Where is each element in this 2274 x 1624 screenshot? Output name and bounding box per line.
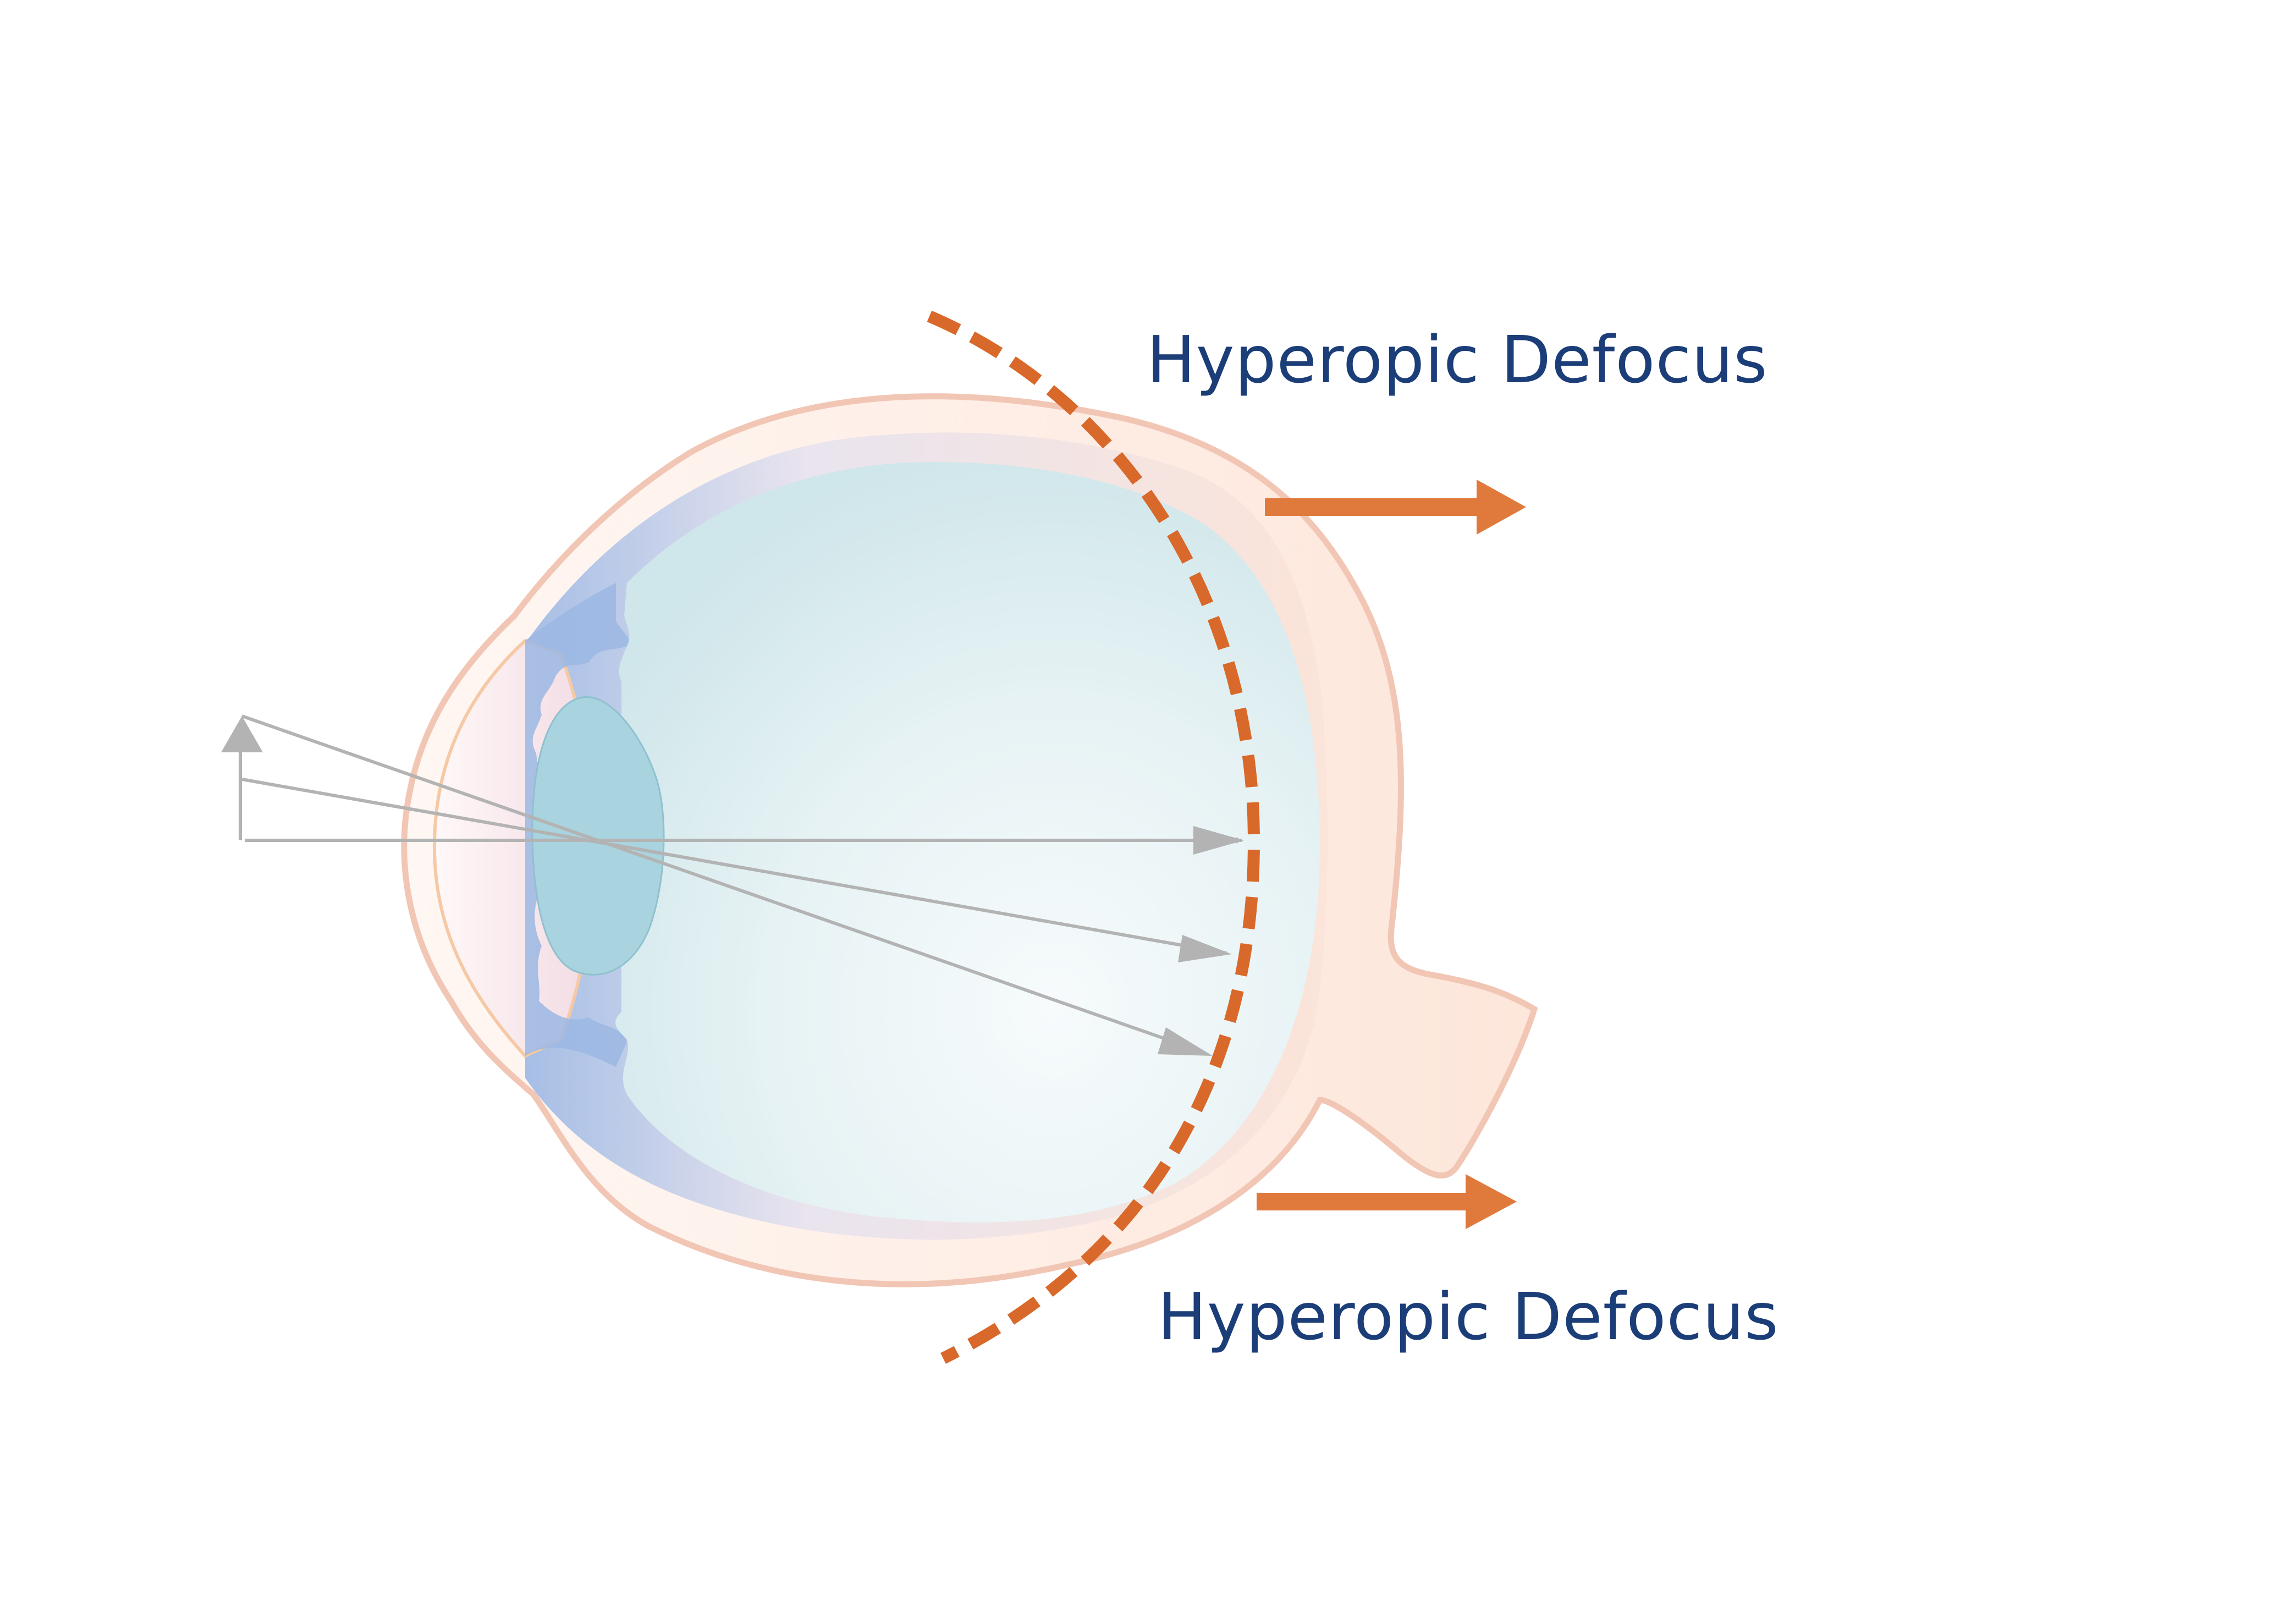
light-ray-axial-head [1193,826,1244,855]
light-ray-middle-head [1178,935,1232,962]
light-ray-top-head [1158,1027,1213,1056]
up-arrow-icon [221,716,263,752]
light-ray-middle [241,778,1227,955]
iris [525,583,629,1067]
focal-surface-curve [927,310,1260,1364]
right-arrow-icon [1466,1174,1517,1229]
light-ray-top [241,714,1202,1053]
label-hyperopic-defocus-top: Hyperopic Defocus [1147,322,1768,398]
right-arrow-icon [1477,480,1526,535]
crystalline-lens [531,696,665,976]
label-hyperopic-defocus-bottom: Hyperopic Defocus [1158,1279,1779,1355]
